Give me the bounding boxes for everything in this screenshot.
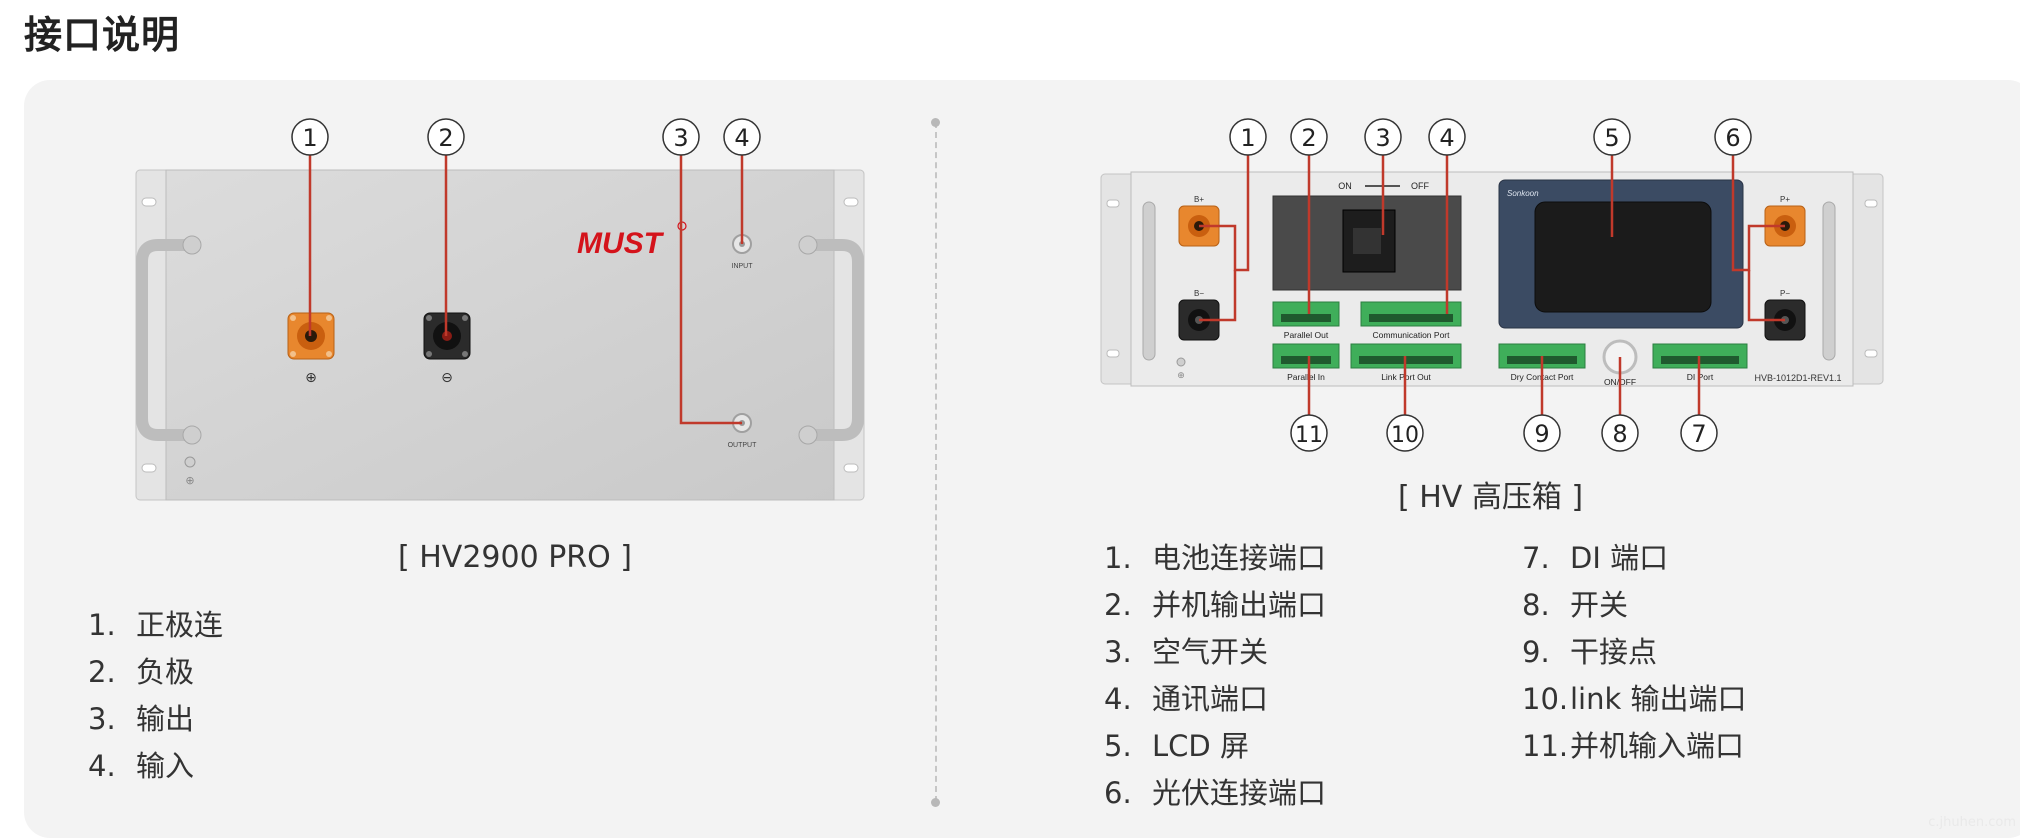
svg-text:4: 4	[1439, 124, 1454, 152]
svg-text:⊕: ⊕	[1177, 371, 1185, 381]
legend-item: 3.输出	[88, 702, 195, 736]
legend-item: 2.并机输出端口	[1104, 588, 1327, 622]
p-plus-label: P+	[1780, 195, 1790, 204]
brand-logo: MUST	[577, 227, 665, 260]
legend-item: 6.光伏连接端口	[1104, 776, 1327, 810]
hv2900-pro-diagram: MUST ⊕ ⊖ INPUT OUTPUT ⊕ 1	[135, 118, 865, 501]
hv-box-legend-col2: 7.DI 端口 8.开关 9.干接点 10.link 输出端口 11.并机输入端…	[1522, 535, 1747, 770]
legend-item: 11.并机输入端口	[1522, 729, 1745, 763]
hv-box-legend-col1: 1.电池连接端口 2.并机输出端口 3.空气开关 4.通讯端口 5.LCD 屏 …	[1104, 535, 1326, 817]
parallel-in-label: Parallel In	[1287, 372, 1325, 382]
callout-6: 6	[1714, 118, 1752, 156]
svg-text:3: 3	[1375, 124, 1390, 152]
section-divider	[935, 122, 937, 802]
callout-4: 4	[1428, 118, 1466, 156]
parallel-out-label: Parallel Out	[1284, 330, 1329, 340]
svg-text:6: 6	[1725, 124, 1740, 152]
right-handle	[802, 239, 864, 441]
left-handle	[136, 239, 198, 441]
svg-text:9: 9	[1534, 420, 1549, 448]
callout-10: 10	[1386, 414, 1424, 452]
callout-2: 2	[1290, 118, 1328, 156]
callout-7: 7	[1680, 414, 1718, 452]
p-minus-label: P−	[1780, 289, 1790, 298]
positive-symbol: ⊕	[305, 370, 317, 386]
callout-2: 2	[427, 118, 465, 156]
legend-item: 3.空气开关	[1104, 635, 1269, 669]
svg-text:7: 7	[1691, 420, 1706, 448]
legend-item: 4.输入	[88, 749, 195, 783]
svg-text:10: 10	[1391, 423, 1419, 448]
svg-text:3: 3	[673, 124, 688, 152]
callout-3: 3	[662, 118, 700, 156]
communication-port-label: Communication Port	[1372, 330, 1450, 340]
svg-text:2: 2	[438, 124, 453, 152]
b-plus-label: B+	[1194, 195, 1204, 204]
front-panel	[165, 169, 835, 501]
link-port-out-label: Link Port Out	[1381, 372, 1431, 382]
callout-11: 11	[1290, 414, 1328, 452]
callout-9: 9	[1523, 414, 1561, 452]
svg-text:1: 1	[1240, 124, 1255, 152]
model-label: HVB-1012D1-REV1.1	[1754, 373, 1841, 383]
callout-3: 3	[1364, 118, 1402, 156]
right-handle	[1822, 201, 1836, 361]
svg-text:5: 5	[1604, 124, 1619, 152]
callout-5: 5	[1593, 118, 1631, 156]
breaker-on-label: ON	[1338, 181, 1352, 191]
di-port-label: DI Port	[1687, 372, 1714, 382]
breaker-off-label: OFF	[1411, 181, 1429, 191]
legend-item: 10.link 输出端口	[1522, 682, 1747, 716]
hv-box-diagram: B+ B− ⊕ ON OFF Parallel Out Communicatio…	[1100, 118, 1884, 452]
input-port-label: INPUT	[732, 263, 754, 270]
left-handle	[1142, 201, 1156, 361]
callout-line-3	[679, 153, 742, 425]
callout-line-1b	[1199, 270, 1237, 322]
divider-top-dot	[931, 118, 940, 127]
callout-1: 1	[1229, 118, 1267, 156]
callout-1: 1	[291, 118, 329, 156]
legend-item: 1.电池连接端口	[1104, 541, 1327, 575]
page-title: 接口说明	[24, 13, 181, 57]
hv2900-caption: [ HV2900 PRO ]	[398, 540, 632, 575]
legend-item: 8.开关	[1522, 588, 1629, 622]
svg-text:⊕: ⊕	[185, 474, 194, 487]
svg-text:1: 1	[302, 124, 317, 152]
hv-box-caption: [ HV 高压箱 ]	[1398, 480, 1584, 515]
svg-text:11: 11	[1295, 423, 1323, 448]
divider-bottom-dot	[931, 798, 940, 807]
legend-item: 1.正极连	[88, 608, 224, 642]
output-port-label: OUTPUT	[728, 442, 758, 449]
svg-text:2: 2	[1301, 124, 1316, 152]
legend-item: 2.负极	[88, 655, 195, 689]
legend-item: 7.DI 端口	[1522, 541, 1669, 575]
svg-text:4: 4	[734, 124, 749, 152]
negative-symbol: ⊖	[441, 370, 453, 386]
legend-item: 4.通讯端口	[1104, 682, 1269, 716]
svg-text:8: 8	[1612, 420, 1627, 448]
b-minus-label: B−	[1194, 289, 1204, 298]
callout-line-6b	[1747, 270, 1785, 322]
lcd-screen	[1534, 201, 1712, 313]
callout-8: 8	[1601, 414, 1639, 452]
hv2900-legend-list: 1.正极连 2.负极 3.输出 4.输入	[88, 602, 223, 790]
legend-item: 9.干接点	[1522, 635, 1658, 669]
watermark: c.jhuhen.com	[1928, 815, 2016, 830]
lcd-brand: Sonkoon	[1507, 189, 1539, 198]
legend-item: 5.LCD 屏	[1104, 729, 1249, 763]
callout-4: 4	[723, 118, 761, 156]
